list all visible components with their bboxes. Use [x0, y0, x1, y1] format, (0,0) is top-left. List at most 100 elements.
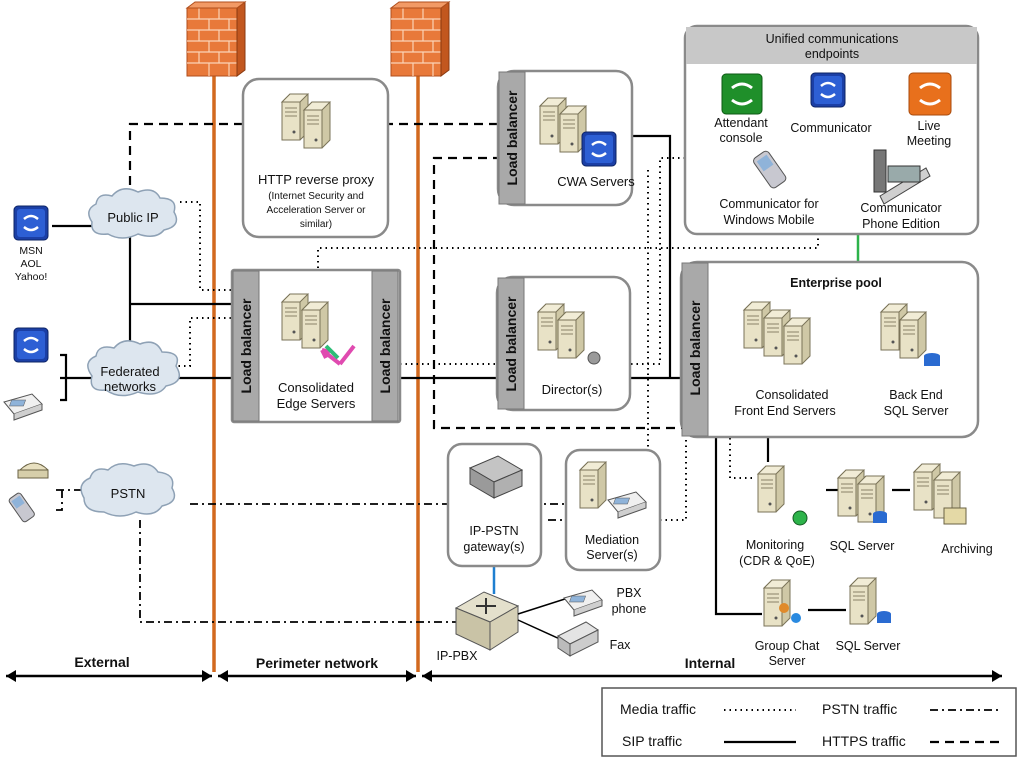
- svg-text:Enterprise pool: Enterprise pool: [790, 276, 882, 290]
- legend-https-label: HTTPS traffic: [822, 733, 906, 749]
- svg-text:Archiving: Archiving: [941, 542, 992, 556]
- zone-perimeter: Perimeter network: [256, 655, 378, 671]
- communicator-icon: [580, 130, 618, 168]
- svg-text:networks: networks: [104, 379, 157, 394]
- zone-arrows: External Perimeter network Internal: [6, 654, 1002, 682]
- firewall-right: [390, 1, 450, 672]
- server-icon: [579, 461, 607, 509]
- load-balancer-label: Load balancer: [238, 298, 254, 393]
- svg-text:console: console: [719, 131, 762, 145]
- svg-text:MSN: MSN: [19, 245, 42, 257]
- svg-text:Communicator for: Communicator for: [719, 197, 818, 211]
- legend-sip-label: SIP traffic: [622, 733, 682, 749]
- sql-server-group-chat: SQL Server: [836, 577, 900, 653]
- load-balancer-label: Load balancer: [687, 300, 703, 395]
- svg-text:IP-PSTN: IP-PSTN: [469, 524, 518, 538]
- live-meeting-icon: [908, 72, 952, 116]
- pstn-phones: [8, 462, 49, 523]
- svg-text:Communicator: Communicator: [860, 201, 941, 215]
- pbx-phone-icon: [563, 589, 603, 617]
- cloud-pstn: PSTN: [80, 463, 176, 517]
- svg-text:Attendant: Attendant: [714, 116, 768, 130]
- uc-endpoints: Unified communications endpoints Attenda…: [683, 24, 980, 236]
- svg-text:Front End Servers: Front End Servers: [734, 404, 835, 418]
- im-client: MSN AOL Yahoo!: [12, 204, 50, 283]
- svg-text:Edge Servers: Edge Servers: [277, 396, 356, 411]
- cwa-servers: Load balancer CWA Servers: [496, 69, 635, 207]
- group-chat-server: Group Chat Server: [755, 579, 820, 668]
- ip-phone-icon: [873, 149, 931, 205]
- server-icon: [757, 465, 785, 513]
- svg-text:endpoints: endpoints: [805, 47, 859, 61]
- svg-text:Server: Server: [769, 654, 806, 668]
- fax-icon: [557, 621, 599, 657]
- server-icon: [301, 301, 329, 349]
- svg-text:Communicator: Communicator: [790, 121, 871, 135]
- svg-text:Phone Edition: Phone Edition: [862, 217, 940, 231]
- svg-text:Federated: Federated: [100, 364, 159, 379]
- svg-text:AOL: AOL: [20, 258, 41, 270]
- svg-text:Group Chat: Group Chat: [755, 639, 820, 653]
- svg-text:Consolidated: Consolidated: [756, 388, 829, 402]
- federated-client: [3, 326, 50, 421]
- consolidated-edge-servers: Load balancer Load balancer Consolidated…: [230, 268, 402, 424]
- svg-text:Acceleration Server or: Acceleration Server or: [267, 205, 367, 216]
- svg-text:CWA Servers: CWA Servers: [557, 174, 635, 189]
- server-icon: [899, 311, 927, 359]
- svg-text:Monitoring: Monitoring: [746, 538, 804, 552]
- svg-text:Windows Mobile: Windows Mobile: [723, 213, 814, 227]
- load-balancer-label: Load balancer: [377, 298, 393, 393]
- server-icon: [763, 579, 791, 627]
- svg-text:Public IP: Public IP: [107, 210, 158, 225]
- firewall-left: [186, 1, 246, 672]
- svg-text:Director(s): Director(s): [542, 382, 603, 397]
- svg-text:Meeting: Meeting: [907, 134, 952, 148]
- cloud-federated: Federated networks: [87, 340, 181, 397]
- ip-pstn-gateway: IP-PSTN gateway(s): [446, 442, 543, 568]
- sql-server-monitoring: SQL Server: [830, 469, 895, 553]
- ip-pbx: IP-PBX PBX phone Fax: [437, 586, 647, 663]
- enterprise-pool: Load balancer Enterprise pool Consolidat…: [679, 260, 980, 439]
- svg-text:similar): similar): [300, 219, 332, 230]
- svg-text:Back End: Back End: [889, 388, 943, 402]
- server-icon: [783, 317, 811, 365]
- svg-text:Fax: Fax: [610, 638, 632, 652]
- legend: Media traffic SIP traffic PSTN traffic H…: [601, 687, 1017, 757]
- director-servers: Load balancer Director(s): [495, 275, 632, 412]
- server-icon: [303, 101, 331, 149]
- monitoring-server: Monitoring (CDR & QoE): [739, 465, 815, 568]
- cloud-icon: [88, 188, 178, 239]
- cloud-icon: [80, 463, 176, 517]
- legend-media-label: Media traffic: [620, 701, 696, 717]
- svg-text:gateway(s): gateway(s): [463, 540, 524, 554]
- svg-text:(CDR & QoE): (CDR & QoE): [739, 554, 815, 568]
- svg-text:Consolidated: Consolidated: [278, 380, 354, 395]
- mediation-server: Mediation Server(s): [564, 448, 662, 572]
- svg-text:phone: phone: [612, 602, 647, 616]
- firewall-icon: [186, 1, 246, 77]
- firewall-icon: [390, 1, 450, 77]
- mobile-phone-icon: [8, 492, 35, 523]
- load-balancer-label: Load balancer: [503, 296, 519, 391]
- svg-text:Live: Live: [918, 119, 941, 133]
- load-balancer-label: Load balancer: [504, 90, 520, 185]
- zone-internal: Internal: [685, 655, 736, 671]
- svg-text:SQL Server: SQL Server: [830, 539, 895, 553]
- archiving-server: Archiving: [913, 463, 993, 556]
- server-icon: [557, 311, 585, 359]
- svg-text:(Internet Security and: (Internet Security and: [268, 191, 364, 202]
- svg-text:Yahoo!: Yahoo!: [15, 271, 48, 283]
- cloud-icon: [87, 340, 181, 397]
- svg-text:SQL Server: SQL Server: [884, 404, 949, 418]
- svg-text:PBX: PBX: [616, 586, 642, 600]
- communicator-icon: [12, 326, 50, 364]
- router-icon: [476, 598, 496, 614]
- svg-text:Server(s): Server(s): [586, 548, 637, 562]
- communicator-icon: [12, 204, 50, 242]
- mobile-phone-icon: [753, 150, 787, 189]
- svg-text:Mediation: Mediation: [585, 533, 639, 547]
- svg-text:Unified communications: Unified communications: [766, 32, 899, 46]
- svg-text:IP-PBX: IP-PBX: [437, 649, 479, 663]
- cloud-public-ip: Public IP: [88, 188, 178, 239]
